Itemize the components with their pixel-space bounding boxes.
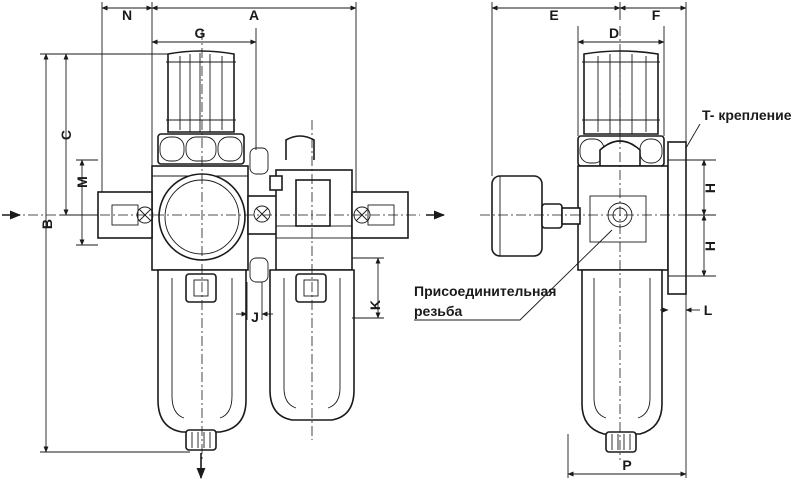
dim-label-g: G xyxy=(195,25,206,41)
dim-label-j: J xyxy=(251,309,259,325)
dim-label-b: B xyxy=(39,219,55,229)
side-filter-bowl xyxy=(581,269,663,453)
bonnet-nut xyxy=(157,133,245,165)
front-view-dimensions: N A G B C M J K xyxy=(39,2,384,453)
dim-label-n: N xyxy=(122,7,132,23)
dim-label-d: D xyxy=(609,25,619,41)
side-regulator-knob xyxy=(582,50,660,135)
dim-label-c: C xyxy=(58,130,74,140)
mount-note: T- крепление xyxy=(702,107,792,123)
dim-label-m: M xyxy=(74,176,90,188)
dim-label-h-top: H xyxy=(702,183,718,193)
side-view-dimensions: E F D H H L P xyxy=(491,2,718,478)
port-note-line2: резьба xyxy=(414,303,463,319)
side-view xyxy=(480,26,700,460)
dim-label-k: K xyxy=(367,300,383,310)
t-mount-bracket xyxy=(667,141,687,295)
dim-label-p: P xyxy=(622,457,631,473)
side-pressure-gauge xyxy=(491,175,581,257)
side-bonnet xyxy=(577,135,665,167)
lubricator-head xyxy=(269,135,353,271)
mount-leader xyxy=(685,123,701,149)
front-view xyxy=(2,30,446,480)
port-leader xyxy=(414,229,613,321)
dim-label-e: E xyxy=(549,7,558,23)
regulator-knob xyxy=(166,50,236,133)
callouts: T- крепление Присоединительная резьба xyxy=(414,107,792,321)
dim-label-h-bottom: H xyxy=(702,241,718,251)
dim-label-l: L xyxy=(704,302,713,318)
port-note-line1: Присоединительная xyxy=(414,283,556,299)
dim-label-f: F xyxy=(652,7,661,23)
dim-label-a: A xyxy=(249,7,259,23)
side-body xyxy=(577,165,669,271)
